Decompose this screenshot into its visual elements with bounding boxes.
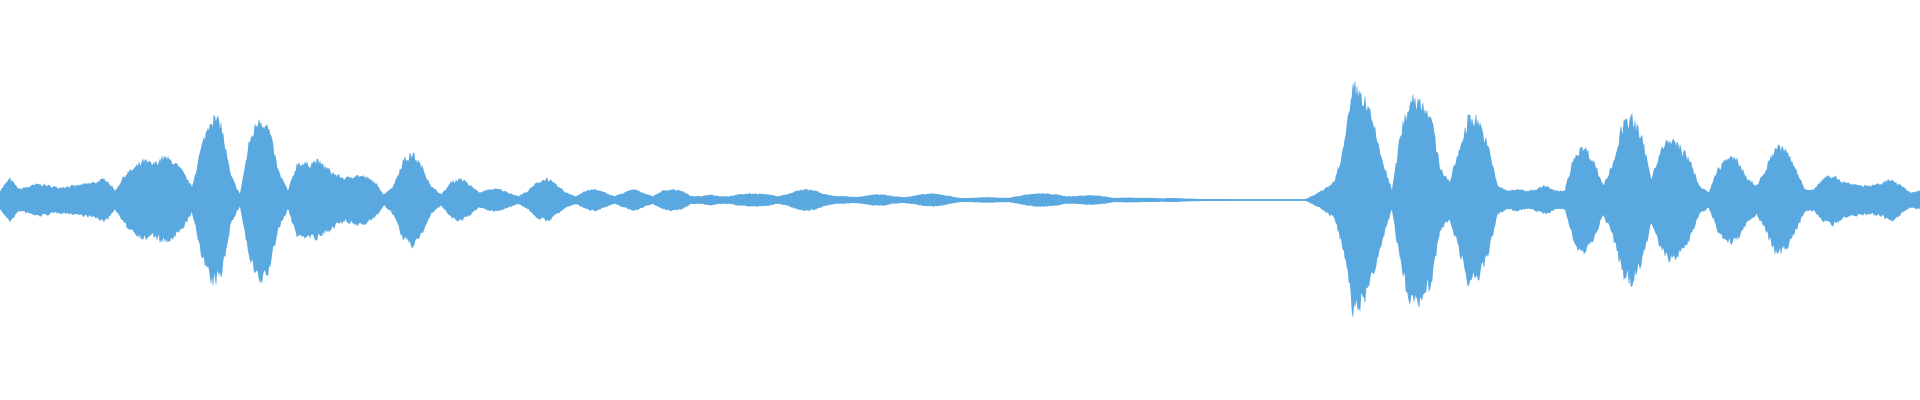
waveform-shape bbox=[0, 81, 1920, 317]
